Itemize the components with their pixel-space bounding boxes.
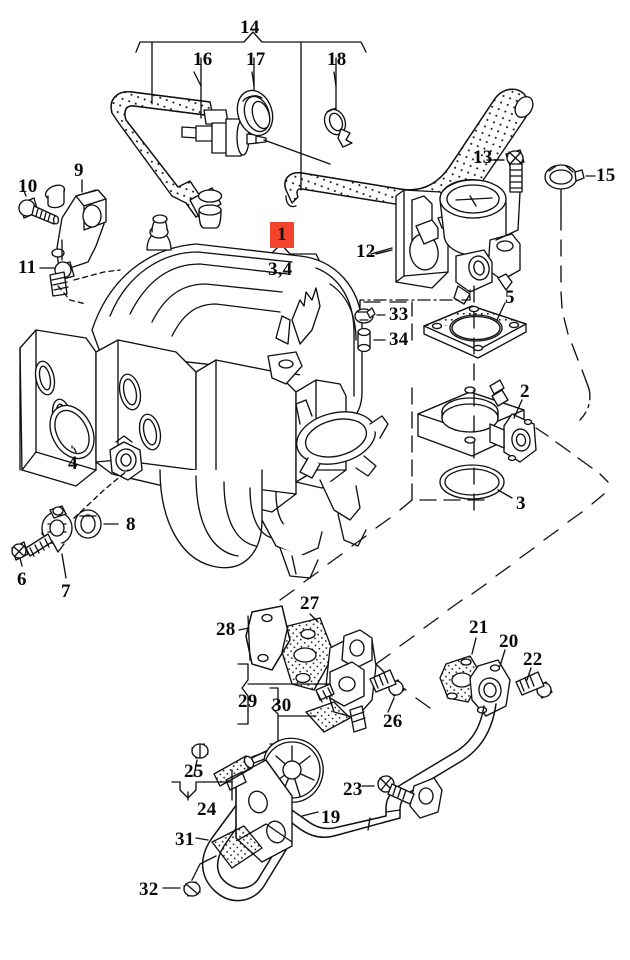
callout-16[interactable]: 16 <box>193 49 213 70</box>
callout-14[interactable]: 14 <box>240 17 260 38</box>
callout-11[interactable]: 11 <box>18 257 37 278</box>
callout-18[interactable]: 18 <box>327 49 347 70</box>
bracket-24 <box>171 769 233 801</box>
callout-21[interactable]: 21 <box>469 617 489 638</box>
hose-clamp-15 <box>544 164 585 190</box>
callout-19[interactable]: 19 <box>321 807 341 828</box>
callout-8[interactable]: 8 <box>126 514 136 535</box>
bolt-26 <box>369 669 405 697</box>
callout-4[interactable]: 4 <box>68 453 78 474</box>
callout-33[interactable]: 33 <box>389 304 409 325</box>
callout-30[interactable]: 30 <box>272 695 292 716</box>
egr-valve-19 <box>225 737 324 863</box>
manifold-throttle-flange <box>295 399 389 479</box>
gasket-small-30 <box>305 701 351 733</box>
o-ring-3 <box>439 464 505 500</box>
callout-34[interactable]: 34 <box>389 329 409 350</box>
callout-15[interactable]: 15 <box>596 165 616 186</box>
callout-13[interactable]: 13 <box>473 147 493 168</box>
gasket-27 <box>281 617 335 691</box>
egr-adapter-30 <box>315 629 377 733</box>
egr-pipe-flange-20 <box>469 659 511 717</box>
callout-22[interactable]: 22 <box>523 649 543 670</box>
throttle-body-12 <box>395 179 521 305</box>
callout-31[interactable]: 31 <box>175 829 195 850</box>
gasket-5 <box>423 305 527 359</box>
callout-2[interactable]: 2 <box>520 381 530 402</box>
callout-3[interactable]: 3 <box>516 493 526 514</box>
callout-7[interactable]: 7 <box>61 581 71 602</box>
callout-32[interactable]: 32 <box>139 879 159 900</box>
nut-25 <box>191 743 209 759</box>
seal-33 <box>354 307 376 324</box>
callout-9[interactable]: 9 <box>74 160 84 181</box>
callout-27[interactable]: 27 <box>300 593 320 614</box>
bolt-22 <box>515 671 553 699</box>
gasket-31 <box>211 825 263 869</box>
bolt-13 <box>505 149 525 193</box>
bolt-11 <box>49 261 75 297</box>
leader-lines <box>19 71 505 579</box>
callout-24[interactable]: 24 <box>197 799 217 820</box>
seal-cap-8 <box>74 509 102 539</box>
screw-6 <box>11 533 53 561</box>
callout-26[interactable]: 26 <box>383 711 403 732</box>
bolt-10 <box>18 197 60 225</box>
callout-3-4[interactable]: 3,4 <box>268 259 293 280</box>
bracket-9 <box>44 184 107 269</box>
sensor-boss <box>109 435 143 481</box>
ring-17 <box>236 89 274 137</box>
adapter-flange-2 <box>417 379 537 463</box>
callout-28[interactable]: 28 <box>216 619 236 640</box>
callout-1[interactable]: 1 <box>270 222 294 248</box>
callout-12[interactable]: 12 <box>356 241 376 262</box>
callout-10[interactable]: 10 <box>18 176 38 197</box>
intake-manifold-body <box>19 214 389 579</box>
callout-5[interactable]: 5 <box>505 287 515 308</box>
nut-32 <box>183 881 201 897</box>
callout-25[interactable]: 25 <box>184 761 204 782</box>
callout-23[interactable]: 23 <box>343 779 363 800</box>
o-ring-4 <box>49 404 95 460</box>
callout-17[interactable]: 17 <box>246 49 266 70</box>
callout-29[interactable]: 29 <box>238 691 258 712</box>
vacuum-hose-assembly-14 <box>110 88 534 229</box>
hose-clamp-18 <box>323 107 353 148</box>
cover-plate-28 <box>245 605 291 671</box>
bushing-34 <box>357 327 371 353</box>
callout-20[interactable]: 20 <box>499 631 519 652</box>
callout-6[interactable]: 6 <box>17 569 27 590</box>
bolt-23 <box>377 775 415 805</box>
